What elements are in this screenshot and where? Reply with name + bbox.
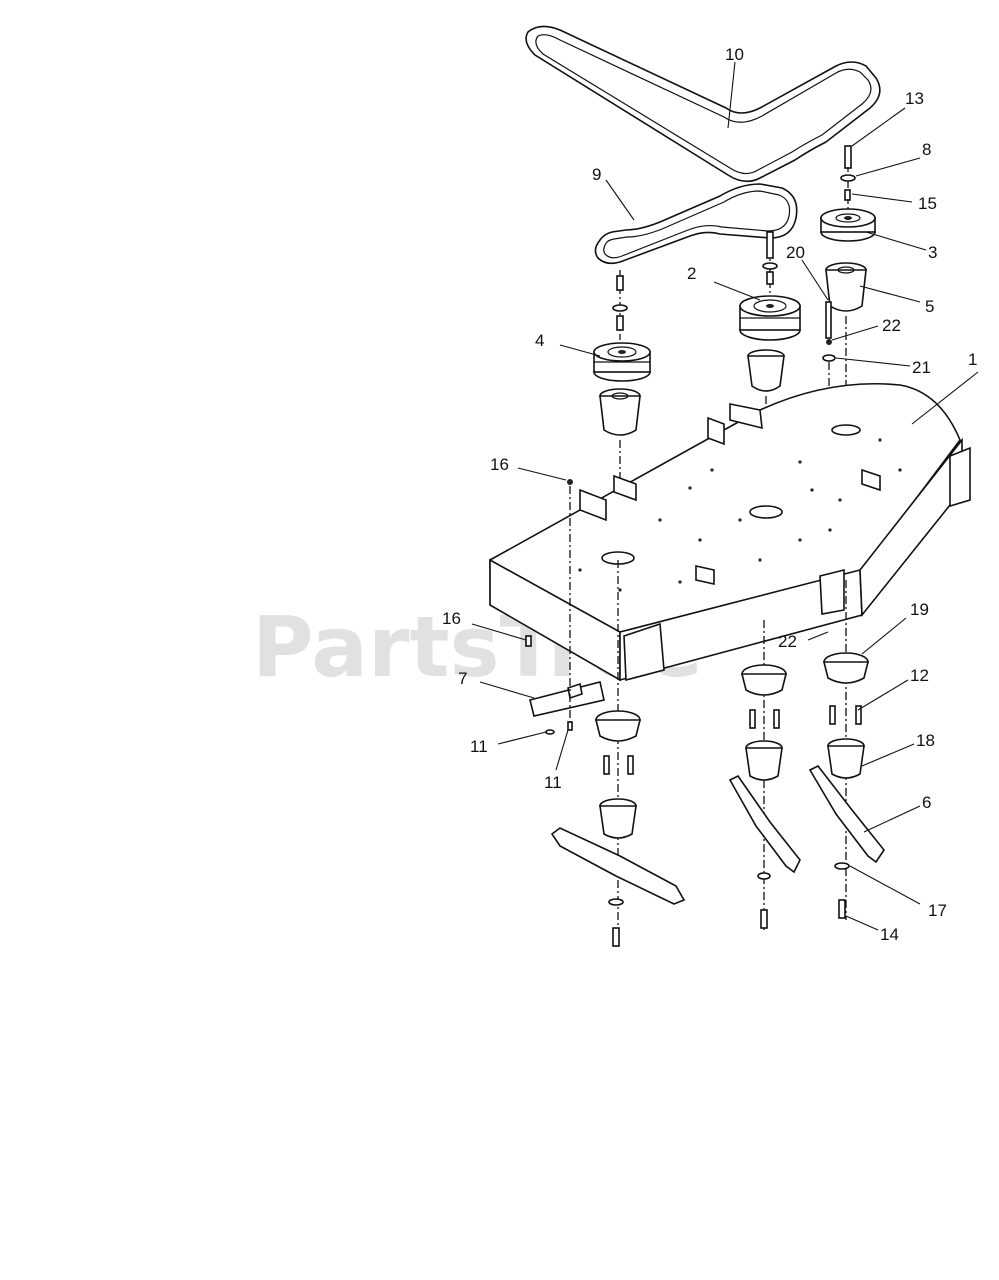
baffle[interactable] [525,479,605,735]
right-spindle-hardware [840,145,856,210]
callout-labels: 1 2 3 4 5 6 7 8 9 10 11 11 12 13 14 15 1… [442,45,977,944]
callout-21: 21 [912,358,931,377]
callout-19: 19 [910,600,929,619]
blade-right[interactable] [808,764,885,919]
callout-9: 9 [592,165,601,184]
callout-18: 18 [916,731,935,750]
belt-small[interactable] [594,183,798,265]
callout-4: 4 [535,331,544,350]
callout-7: 7 [458,669,467,688]
blade-center[interactable] [728,774,801,929]
callout-1: 1 [968,350,977,369]
callout-17: 17 [928,901,947,920]
callout-6: 6 [922,793,931,812]
pulley-center[interactable] [739,295,801,341]
callout-16a: 16 [490,455,509,474]
under-deck-center[interactable] [740,620,788,930]
center-spindle-hardware [762,231,778,300]
callout-11a: 11 [470,737,488,756]
callout-8: 8 [922,140,931,159]
callout-2: 2 [687,264,696,283]
pulley-left[interactable] [593,342,651,382]
spindle-right[interactable] [825,262,867,430]
callout-11b: 11 [544,773,562,792]
callout-10: 10 [725,45,744,64]
blade-left[interactable] [550,827,686,947]
callout-5: 5 [925,297,934,316]
belt-large[interactable] [525,25,881,183]
callout-12: 12 [910,666,929,685]
callout-22a: 22 [882,316,901,335]
leader-lines [471,61,979,931]
callout-20: 20 [786,243,805,262]
callout-3: 3 [928,243,937,262]
spindle-left[interactable] [599,388,641,560]
callout-22b: 22 [778,632,797,651]
callout-16b: 16 [442,609,461,628]
callout-13: 13 [905,89,924,108]
callout-15: 15 [918,194,937,213]
deck-shell[interactable] [489,382,971,682]
callout-14: 14 [880,925,899,944]
under-deck-left[interactable] [594,560,642,930]
pulley-right[interactable] [820,208,876,242]
left-spindle-hardware [612,270,628,340]
deck-holes [578,438,902,592]
